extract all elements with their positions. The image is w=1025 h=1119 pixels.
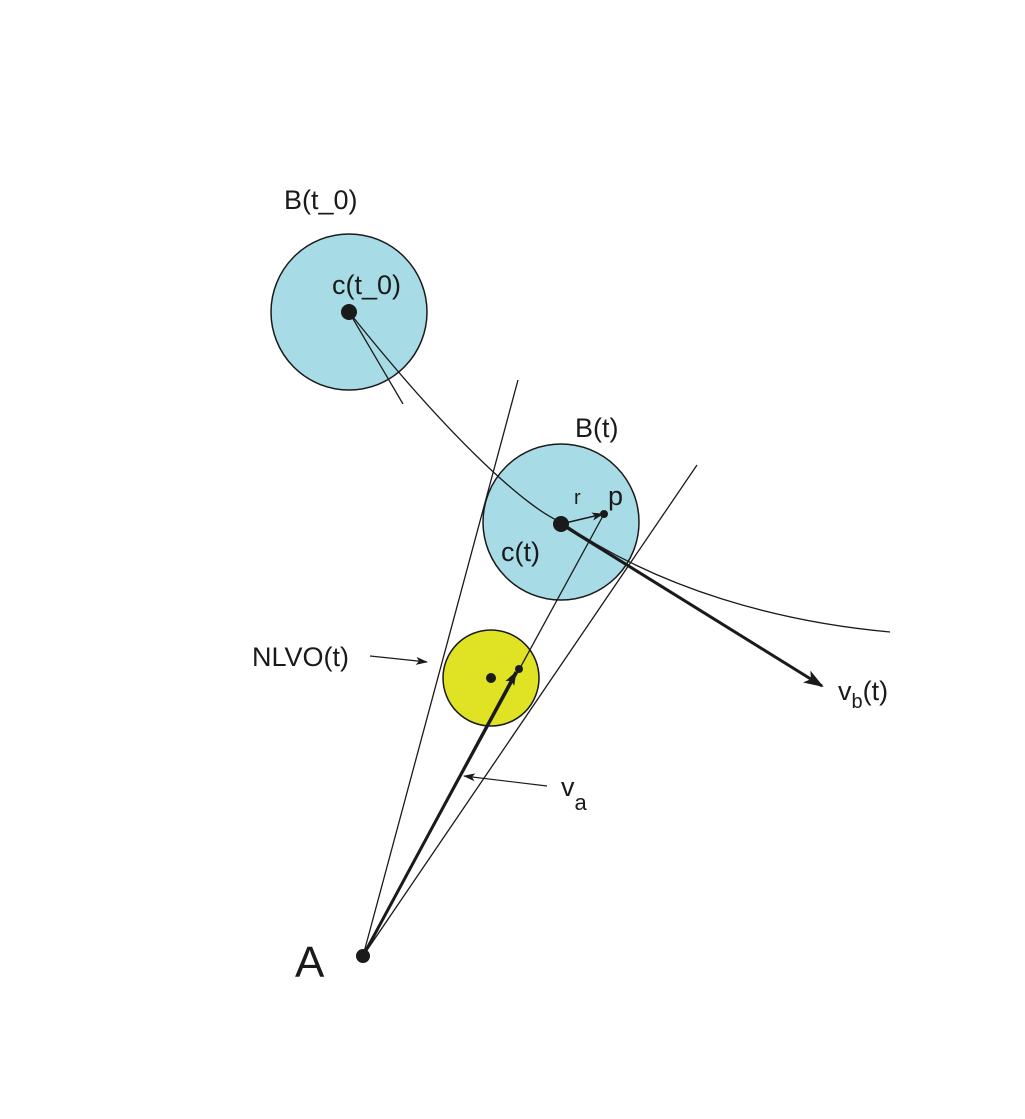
label-c-t: c(t) <box>501 537 540 567</box>
nlvo-pointer-arrow <box>369 655 428 665</box>
label-b-t: B(t) <box>575 413 619 443</box>
center-c-t-dot <box>553 516 569 532</box>
label-v-a: va <box>561 772 588 815</box>
label-c-t0: c(t_0) <box>332 270 401 300</box>
label-v-a-main: v <box>561 772 575 802</box>
label-v-b-arg: (t) <box>863 676 888 706</box>
cone-left-line <box>362 379 519 957</box>
center-c-t0-dot <box>341 304 357 320</box>
label-a: A <box>295 938 325 987</box>
label-nlvo: NLVO(t) <box>252 642 349 672</box>
label-v-b-main: v <box>838 676 852 706</box>
va-tip-dot <box>515 665 523 673</box>
label-v-b: vb(t) <box>838 676 888 713</box>
label-p: p <box>608 481 623 511</box>
label-v-b-sub: b <box>852 691 863 713</box>
nlvo-center-dot <box>486 673 496 683</box>
tangent-line-t0 <box>348 311 404 405</box>
point-a-dot <box>356 949 370 963</box>
velocity-b-arrow <box>560 522 824 688</box>
label-b-t0: B(t_0) <box>284 185 358 215</box>
label-v-a-sub: a <box>575 790 588 815</box>
va-pointer-arrow <box>463 773 548 787</box>
point-p-dot <box>600 510 608 518</box>
cone-right-line <box>362 464 698 957</box>
label-r: r <box>574 487 581 509</box>
velocity-a-arrow <box>361 671 518 957</box>
